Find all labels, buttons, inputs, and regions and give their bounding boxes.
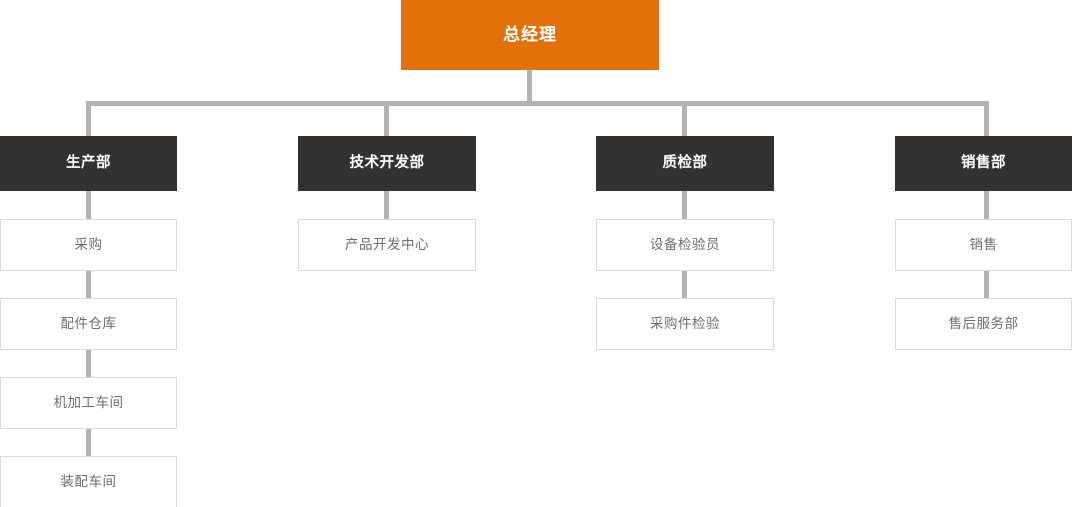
connector-dept1-child4 <box>86 429 91 456</box>
org-node-department-2[interactable]: 技术开发部 <box>298 136 476 191</box>
connector-drop-dept-4 <box>984 101 989 136</box>
org-node-dept3-child-2[interactable]: 采购件检验 <box>596 298 774 350</box>
connector-dept4-child1 <box>984 191 989 219</box>
org-node-dept1-child-4[interactable]: 装配车间 <box>0 456 177 507</box>
connector-level1-bus <box>86 101 989 106</box>
org-node-dept1-child-3[interactable]: 机加工车间 <box>0 377 177 429</box>
org-node-department-4[interactable]: 销售部 <box>895 136 1072 191</box>
org-node-dept3-child-1[interactable]: 设备检验员 <box>596 219 774 271</box>
org-node-dept2-child-1[interactable]: 产品开发中心 <box>298 219 476 271</box>
connector-dept1-child1 <box>86 191 91 219</box>
connector-dept3-child1 <box>682 191 687 219</box>
connector-dept2-child1 <box>384 191 389 219</box>
connector-drop-dept-2 <box>384 101 389 136</box>
connector-drop-dept-3 <box>682 101 687 136</box>
org-node-department-3[interactable]: 质检部 <box>596 136 774 191</box>
org-node-dept4-child-1[interactable]: 销售 <box>895 219 1072 271</box>
connector-dept1-child2 <box>86 271 91 298</box>
connector-drop-dept-1 <box>86 101 91 136</box>
connector-dept4-child2 <box>984 271 989 298</box>
connector-dept1-child3 <box>86 350 91 377</box>
org-node-department-1[interactable]: 生产部 <box>0 136 177 191</box>
org-node-dept1-child-2[interactable]: 配件仓库 <box>0 298 177 350</box>
org-node-dept4-child-2[interactable]: 售后服务部 <box>895 298 1072 350</box>
connector-dept3-child2 <box>682 271 687 298</box>
org-node-dept1-child-1[interactable]: 采购 <box>0 219 177 271</box>
org-node-root[interactable]: 总经理 <box>401 0 659 70</box>
connector-root-stem <box>527 70 532 101</box>
